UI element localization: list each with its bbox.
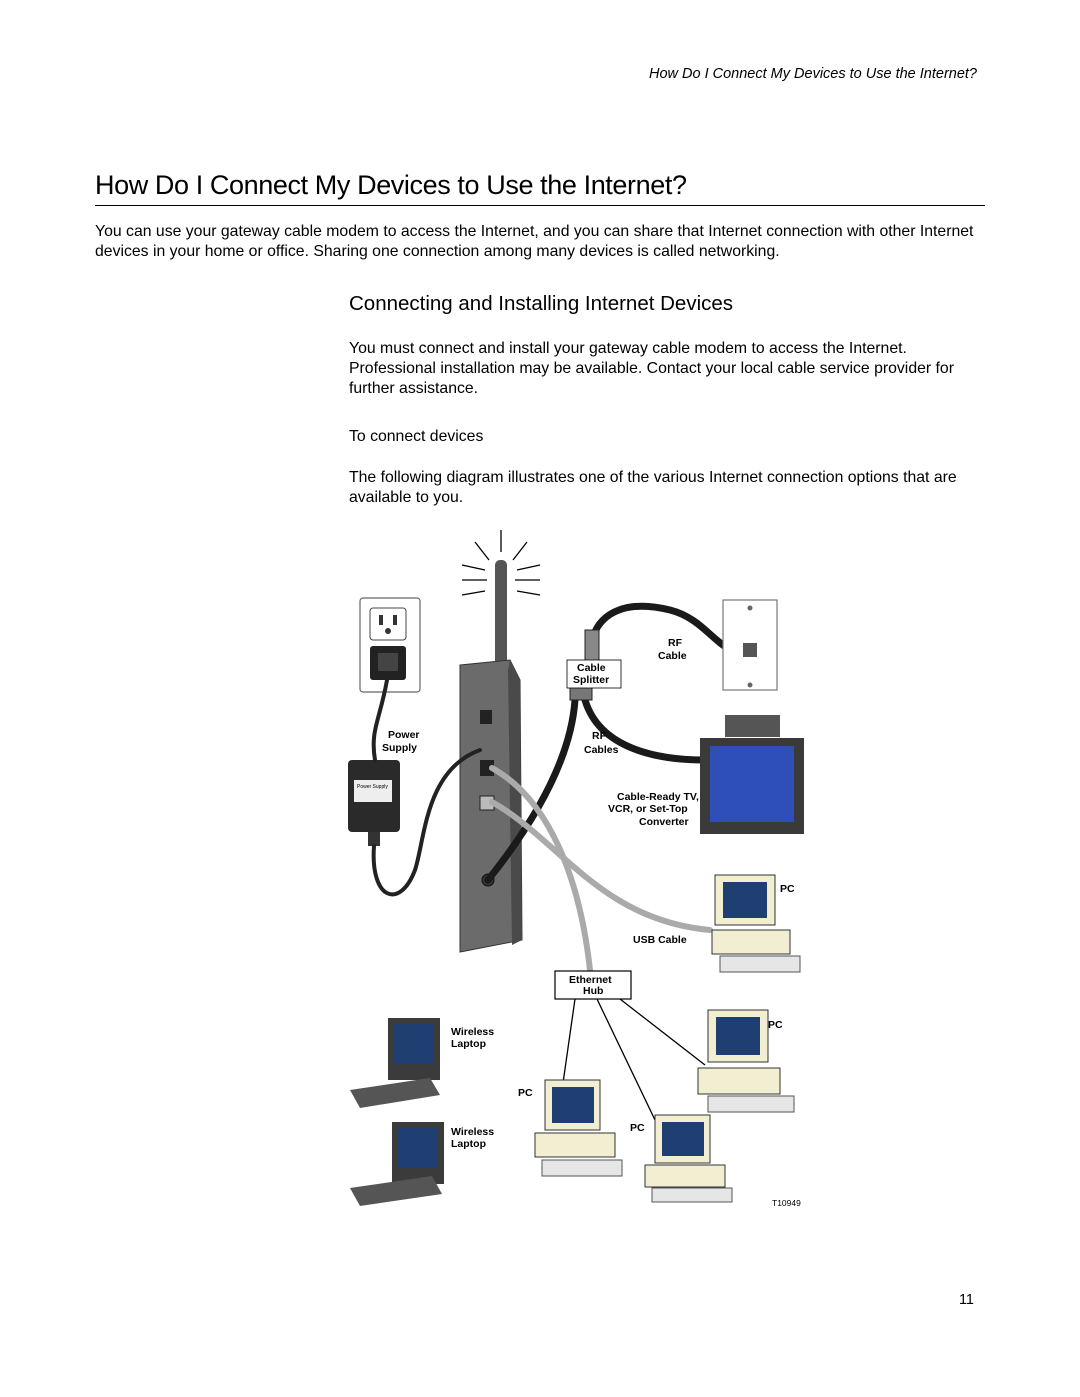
pc-usb-icon (711, 874, 801, 973)
page-number: 11 (958, 1292, 974, 1308)
rf-cable-label-2: Cable (658, 650, 687, 662)
rf-cables-label-2: Cables (584, 744, 619, 756)
splitter-label-2: Splitter (573, 674, 609, 686)
cables (371, 602, 754, 973)
splitter-label-box (566, 659, 622, 689)
splitter-label-1: Cable (577, 662, 606, 674)
laptop-1-icon (350, 1018, 440, 1108)
pc-right-label: PC (768, 1019, 783, 1031)
pc-usb-label: PC (780, 883, 795, 895)
signal-lines (461, 530, 541, 596)
power-supply: Power Supply (348, 760, 400, 846)
procedure-heading: To connect devices (349, 428, 484, 445)
hub-lines (561, 998, 706, 1121)
wireless-label-2a: Wireless (451, 1126, 494, 1138)
install-paragraph: You must connect and install your gatewa… (349, 340, 954, 397)
rf-cables-label-1: RF (592, 730, 607, 742)
antenna (495, 560, 507, 680)
wireless-label-2b: Laptop (451, 1138, 486, 1150)
pc-hub-left-label: PC (518, 1087, 533, 1099)
rf-cable-label-1: RF (668, 637, 683, 649)
power-box-label: Power Supply (357, 784, 388, 790)
tv-icon (700, 715, 804, 834)
tv-label-3: Converter (639, 816, 689, 828)
connection-diagram: Power Supply (348, 530, 804, 1208)
wall-plate (722, 599, 778, 691)
usb-cable-label: USB Cable (633, 934, 687, 946)
wall-outlet (359, 597, 421, 693)
gateway-modem (459, 659, 523, 953)
diagram-intro-paragraph: The following diagram illustrates one of… (349, 469, 957, 506)
running-header: How Do I Connect My Devices to Use the I… (648, 66, 977, 82)
wireless-label-1a: Wireless (451, 1026, 494, 1038)
hub-label-2: Hub (583, 985, 603, 997)
intro-paragraph: You can use your gateway cable modem to … (95, 223, 974, 260)
pc-hub-left-icon (534, 1079, 623, 1177)
pc-hub-mid-label: PC (630, 1122, 645, 1134)
power-label-1: Power (388, 729, 420, 741)
pc-right-icon (697, 1009, 795, 1113)
power-label-2: Supply (382, 742, 417, 754)
tv-label-2: VCR, or Set-Top (608, 803, 688, 815)
ethernet-hub (554, 970, 632, 1000)
tv-label-1: Cable-Ready TV, (617, 791, 699, 803)
pc-hub-mid-icon (644, 1114, 733, 1203)
figure-id-label: T10949 (772, 1198, 801, 1208)
hub-label-1: Ethernet (569, 974, 612, 986)
wireless-label-1b: Laptop (451, 1038, 486, 1050)
subsection-title: Connecting and Installing Internet Devic… (349, 292, 734, 315)
section-title: How Do I Connect My Devices to Use the I… (95, 170, 985, 206)
laptop-2-icon (350, 1122, 444, 1206)
